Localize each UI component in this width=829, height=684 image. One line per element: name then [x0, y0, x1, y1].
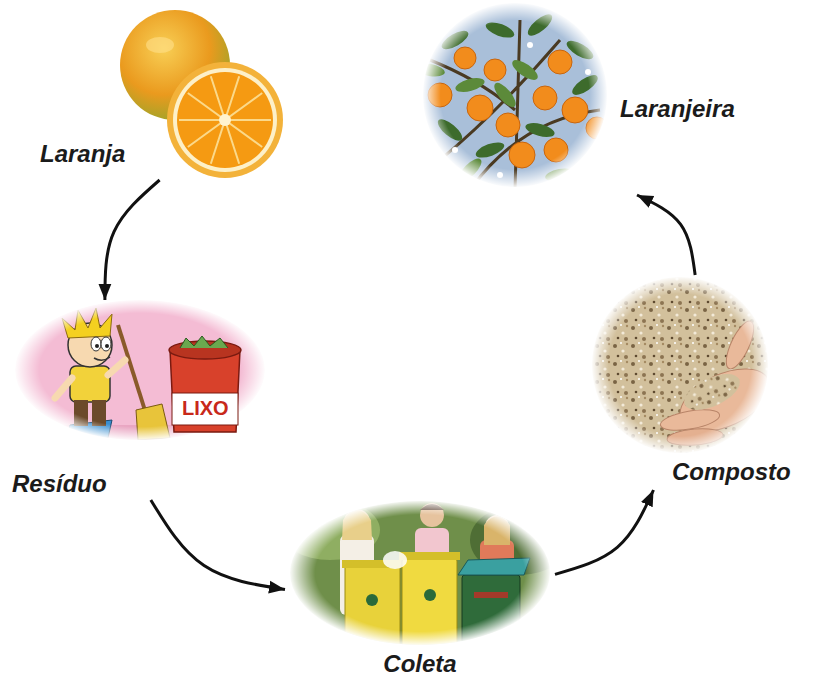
cycle-arrow: [555, 490, 654, 574]
illustrated-node: Laranja: [30, 0, 300, 180]
illustrated-node: Resíduo: [5, 300, 275, 500]
collection-photo: [280, 498, 570, 650]
node-label: Coleta: [383, 650, 456, 678]
bin-label: LIXO: [182, 398, 229, 418]
cartoon-picture: [14, 299, 266, 445]
cycle-arrow: [105, 180, 160, 300]
illustrated-node: Composto: [580, 275, 825, 490]
illustrated-node: Coleta: [285, 495, 555, 684]
orange-picture: [120, 10, 283, 178]
node-label: Laranja: [40, 140, 125, 168]
cycle-arrow: [151, 500, 285, 590]
node-label: Composto: [672, 458, 791, 486]
illustrated-node: Laranjeira: [415, 0, 785, 195]
compost-photo: [590, 275, 779, 455]
node-label: Laranjeira: [620, 95, 735, 123]
node-label: Resíduo: [12, 470, 107, 498]
orange-tree-picture: [414, 0, 616, 192]
cycle-arrow: [637, 195, 695, 275]
